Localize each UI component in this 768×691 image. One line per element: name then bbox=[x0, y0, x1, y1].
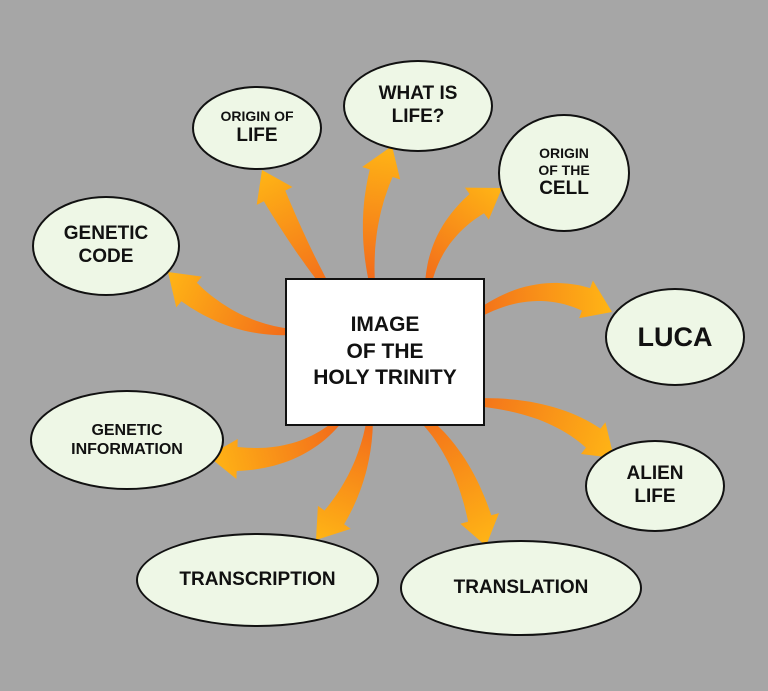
node-origin-of-life-line1: ORIGIN OF bbox=[220, 108, 294, 125]
node-origin-of-cell-line1: ORIGIN bbox=[539, 144, 589, 161]
arrow-to-origin-of-life bbox=[256, 170, 333, 294]
node-genetic-code: GENETIC CODE bbox=[32, 196, 180, 296]
node-origin-of-cell: ORIGIN OF THE CELL bbox=[498, 114, 630, 232]
arrow-to-transcription bbox=[316, 417, 373, 540]
arrow-to-origin-of-cell bbox=[425, 187, 502, 287]
arrow-to-translation bbox=[408, 405, 499, 546]
node-luca: LUCA bbox=[605, 288, 745, 386]
node-genetic-information-line2: INFORMATION bbox=[71, 441, 183, 458]
arrow-to-what-is-life bbox=[362, 146, 401, 283]
node-origin-of-cell-line3: CELL bbox=[539, 178, 589, 200]
node-genetic-code-line1: GENETIC bbox=[63, 223, 149, 245]
arrow-to-genetic-code bbox=[168, 272, 293, 336]
central-line-2: OF THE bbox=[346, 339, 424, 363]
node-origin-of-life-line2: LIFE bbox=[236, 125, 278, 146]
central-box: IMAGE OF THE HOLY TRINITY bbox=[285, 278, 485, 426]
arrow-to-luca bbox=[464, 280, 612, 325]
node-genetic-code-line2: CODE bbox=[78, 246, 134, 267]
node-what-is-life-line1: WHAT IS bbox=[378, 83, 458, 105]
node-transcription-label: TRANSCRIPTION bbox=[179, 568, 336, 590]
node-what-is-life: WHAT IS LIFE? bbox=[343, 60, 493, 152]
node-genetic-information-line1: GENETIC bbox=[91, 421, 163, 439]
node-alien-life-line2: LIFE bbox=[634, 486, 676, 507]
node-what-is-life-line2: LIFE? bbox=[391, 106, 445, 127]
central-line-1: IMAGE bbox=[350, 312, 420, 336]
node-alien-life: ALIEN LIFE bbox=[585, 440, 725, 532]
node-alien-life-line1: ALIEN bbox=[626, 463, 684, 485]
node-genetic-information: GENETIC INFORMATION bbox=[30, 390, 224, 490]
node-transcription: TRANSCRIPTION bbox=[136, 533, 379, 627]
node-luca-label: LUCA bbox=[637, 321, 713, 352]
node-origin-of-life: ORIGIN OF LIFE bbox=[192, 86, 322, 170]
central-line-3: HOLY TRINITY bbox=[313, 366, 457, 390]
node-translation: TRANSLATION bbox=[400, 540, 642, 636]
node-translation-label: TRANSLATION bbox=[453, 576, 589, 598]
node-origin-of-cell-line2: OF THE bbox=[538, 161, 590, 178]
arrow-to-genetic-information bbox=[208, 417, 343, 479]
